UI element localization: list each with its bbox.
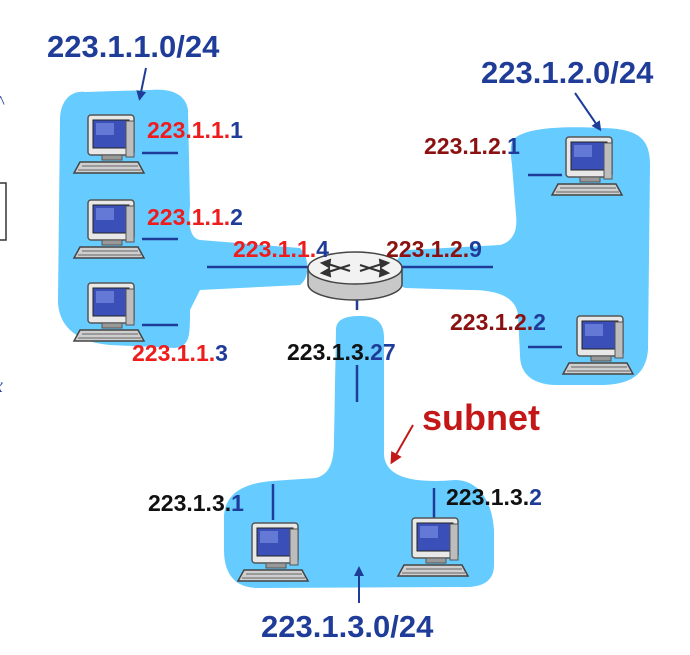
network-label-223-1-1: 223.1.1.0/24: [47, 29, 220, 64]
edge-box: [0, 182, 7, 241]
ip-label-223-1-2-1: 223.1.2.1: [424, 133, 520, 159]
ip-label-223-1-3-2: 223.1.3.2: [446, 484, 542, 510]
router-icon: [307, 251, 403, 301]
pointer-arrow-icon: [136, 67, 147, 101]
ip-label-223-1-1-3: 223.1.1.3: [132, 340, 228, 366]
edge-glyph: ^: [0, 92, 5, 112]
pointer-arrow-icon: [574, 92, 602, 132]
ip-label-223-1-1-4: 223.1.1.4: [233, 236, 329, 262]
edge-glyph: x: [0, 375, 3, 397]
network-label-223-1-2: 223.1.2.0/24: [481, 55, 654, 90]
ip-label-223-1-2-9: 223.1.2.9: [386, 236, 482, 262]
ip-label-223-1-3-27: 223.1.3.27: [287, 339, 396, 365]
interface-lines: [142, 151, 562, 520]
ip-label-223-1-2-2: 223.1.2.2: [450, 309, 546, 335]
pointer-arrow-icon: [390, 424, 414, 465]
network-label-223-1-3: 223.1.3.0/24: [261, 609, 434, 644]
ip-label-223-1-1-1: 223.1.1.1: [147, 117, 243, 143]
ip-label-223-1-1-2: 223.1.1.2: [147, 204, 243, 230]
subnet-callout: subnet: [422, 397, 541, 438]
ip-label-223-1-3-1: 223.1.3.1: [148, 490, 244, 516]
